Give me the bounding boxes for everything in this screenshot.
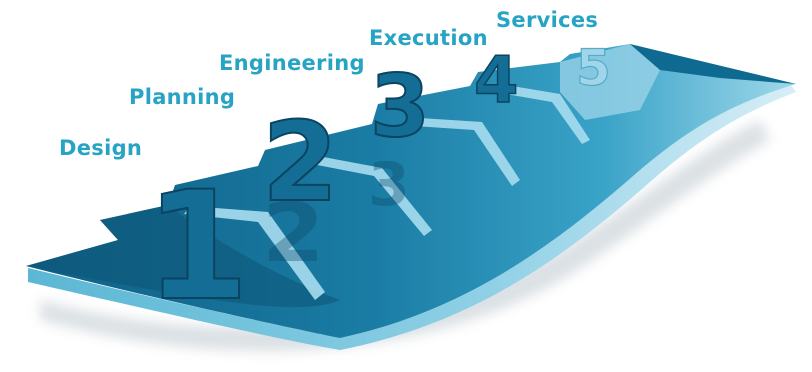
phase-label-services: Services xyxy=(496,8,599,32)
step-dividers xyxy=(184,86,590,300)
step-3-numeral: 3 xyxy=(370,57,430,157)
phase-label-design: Design xyxy=(59,136,143,160)
arrow-head xyxy=(630,44,796,84)
phase-label-planning: Planning xyxy=(129,85,236,109)
step-3-reflection: 3 xyxy=(368,150,410,220)
phase-label-execution: Execution xyxy=(369,26,488,50)
ribbon-front-band xyxy=(26,205,340,308)
step-2-reflection: 2 xyxy=(262,187,325,281)
step-5-numeral: 5 xyxy=(576,39,611,97)
ribbon-shadow xyxy=(40,120,770,352)
step-4-numeral: 4 xyxy=(474,44,519,118)
phase-label-engineering: Engineering xyxy=(219,51,365,75)
step-5-panel xyxy=(560,44,660,120)
step-2-numeral: 2 xyxy=(262,98,339,226)
step-1-numeral: 1 xyxy=(145,160,249,334)
